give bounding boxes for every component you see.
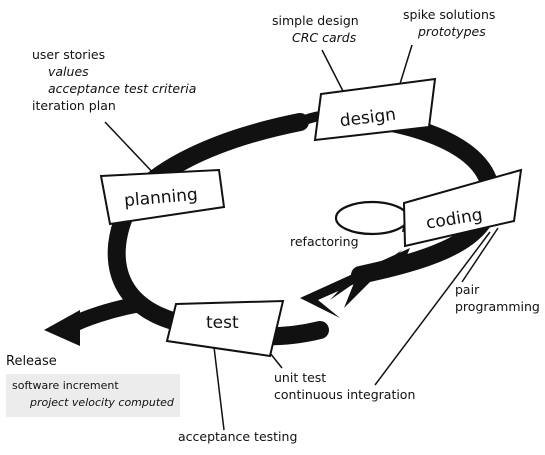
loop-arrowhead-body xyxy=(300,248,410,318)
unit-test-label: unit test xyxy=(274,370,327,385)
spike-note-solutions: spike solutions xyxy=(403,7,496,22)
planning-box: planning xyxy=(99,168,226,226)
acceptance-testing-label: acceptance testing xyxy=(178,429,298,444)
planning-note-criteria: acceptance test criteria xyxy=(48,81,197,96)
continuous-integration-label: continuous integration xyxy=(274,387,416,402)
planning-note-user-stories: user stories xyxy=(32,47,106,62)
release-panel xyxy=(6,374,180,417)
release-title: Release xyxy=(6,354,57,369)
spike-note-prototypes: prototypes xyxy=(418,24,486,39)
refactoring-loop xyxy=(334,200,414,236)
test-label: test xyxy=(206,313,239,333)
release-software-increment: software increment xyxy=(12,379,119,392)
planning-note-values: values xyxy=(48,64,89,79)
programming-label: programming xyxy=(455,299,540,314)
design-box: design xyxy=(313,77,437,142)
release-arrowhead xyxy=(44,310,80,346)
design-note-crc-cards: CRC cards xyxy=(292,30,357,45)
coding-box: coding xyxy=(402,168,523,248)
release-project-velocity: project velocity computed xyxy=(30,396,174,409)
design-note-simple-design: simple design xyxy=(272,13,359,28)
test-box: test xyxy=(165,299,285,358)
planning-note-iteration-plan: iteration plan xyxy=(32,98,116,113)
pair-label: pair xyxy=(455,282,480,297)
refactoring-label: refactoring xyxy=(290,234,359,249)
